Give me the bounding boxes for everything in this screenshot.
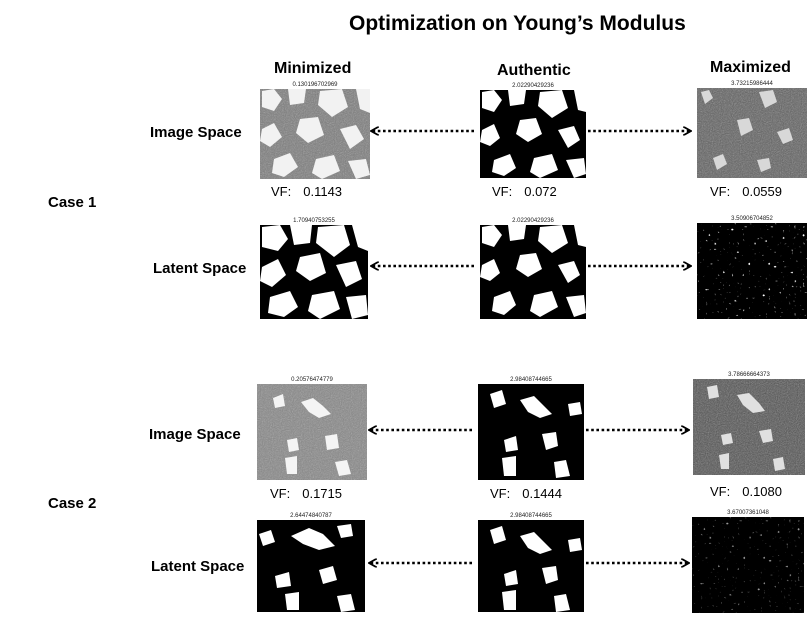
case-2-image-minimized <box>257 384 367 480</box>
case-1-image-max-value: 3.73215986444 <box>731 81 773 87</box>
case-1-latent-maximized <box>697 223 807 319</box>
case-2-label: Case 2 <box>48 495 97 512</box>
case-2-latent-min-value: 2.64474840787 <box>290 513 332 519</box>
case-2-latent-auth-value: 2.98408744665 <box>510 513 552 519</box>
case-2-min-vf: VF: 0.1715 <box>270 486 342 501</box>
vf-value: 0.1715 <box>302 486 342 501</box>
case-1-image-auth-value: 2.02290429236 <box>512 83 554 89</box>
case-1-image-minimized <box>260 89 370 179</box>
case-1-max-vf: VF: 0.0559 <box>710 184 782 199</box>
case-1-latent-max-value: 3.50906704852 <box>731 216 773 222</box>
vf-label: VF: <box>270 486 291 501</box>
case-2-latent-minimized <box>257 520 365 612</box>
case-1-latent-minimized <box>260 225 368 319</box>
vf-label: VF: <box>490 486 511 501</box>
column-header-authentic: Authentic <box>497 62 571 79</box>
case-1-label: Case 1 <box>48 194 97 211</box>
case-1-latent-authentic <box>480 225 586 319</box>
case-1-image-authentic <box>480 90 586 178</box>
vf-value: 0.1143 <box>303 184 343 199</box>
case-1-latent-min-value: 1.70940753255 <box>293 218 335 224</box>
case-2-latent-space-label: Latent Space <box>151 558 245 575</box>
case-1-image-maximized <box>697 88 807 178</box>
case-2-image-auth-value: 2.98408744665 <box>510 377 552 383</box>
case-1-latent-space-label: Latent Space <box>153 260 247 277</box>
case-2-image-space-label: Image Space <box>149 426 241 443</box>
vf-value: 0.0559 <box>742 184 782 199</box>
case-2-image-max-value: 3.78666664373 <box>728 372 770 378</box>
column-header-minimized: Minimized <box>274 60 352 77</box>
vf-label: VF: <box>492 184 513 199</box>
case-2-image-authentic <box>478 384 584 480</box>
vf-label: VF: <box>271 184 292 199</box>
case-2-max-vf: VF: 0.1080 <box>710 484 782 499</box>
vf-value: 0.072 <box>524 184 557 199</box>
case-2-auth-vf: VF: 0.1444 <box>490 486 562 501</box>
vf-label: VF: <box>710 484 731 499</box>
case-2-image-min-value: 0.20576474779 <box>291 377 333 383</box>
case-1-auth-vf: VF: 0.072 <box>492 184 557 199</box>
vf-label: VF: <box>710 184 731 199</box>
case-1-latent-auth-value: 2.02290429236 <box>512 218 554 224</box>
column-header-maximized: Maximized <box>710 59 791 76</box>
case-2-latent-maximized <box>692 517 804 613</box>
case-1-image-min-value: 0.130196702969 <box>292 82 338 88</box>
vf-value: 0.1080 <box>742 484 782 499</box>
case-2-latent-max-value: 3.67007361048 <box>727 510 769 516</box>
figure-title: Optimization on Young’s Modulus <box>349 12 686 35</box>
case-1-image-space-label: Image Space <box>150 124 242 141</box>
case-1-min-vf: VF: 0.1143 <box>271 184 342 199</box>
vf-value: 0.1444 <box>522 486 562 501</box>
case-2-latent-authentic <box>478 520 584 612</box>
case-2-image-maximized <box>693 379 805 475</box>
